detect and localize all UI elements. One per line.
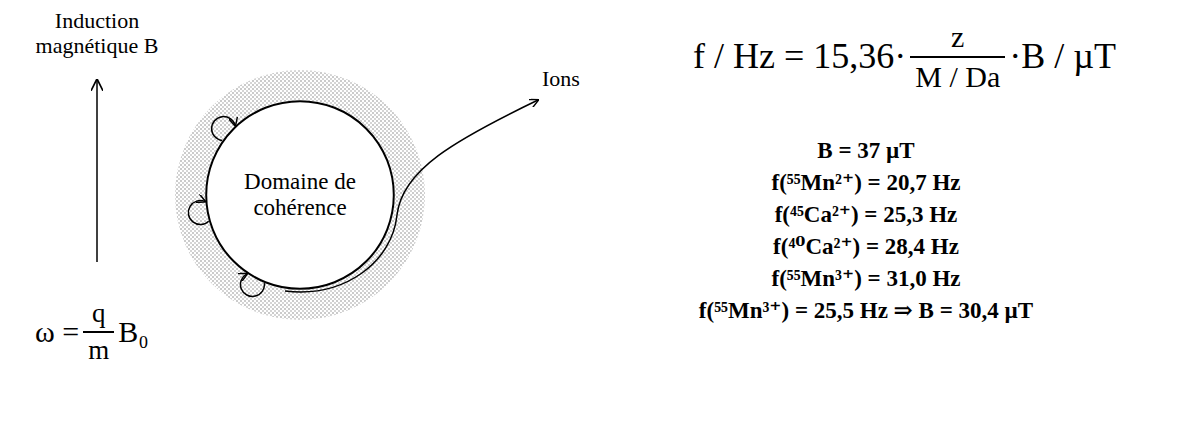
value-line: f(⁵⁵Mn³⁺) = 31,0 Hz xyxy=(771,266,960,292)
value-line: f(⁴⁰Ca²⁺) = 28,4 Hz xyxy=(773,234,959,260)
fraction-bar xyxy=(83,331,114,333)
node-text: Domaine de cohérence xyxy=(232,169,369,222)
ions-label: Ions xyxy=(542,66,580,91)
formula-numerator: z xyxy=(951,20,964,55)
field-label: Induction magnétique B xyxy=(22,8,172,59)
value-line: f(⁵⁵Mn³⁺) = 25,5 Hz ⇒ B = 30,4 µT xyxy=(699,298,1033,324)
shaded-ring xyxy=(175,70,425,320)
coherence-circle: Domaine de cohérence xyxy=(205,100,395,290)
formula-part: ·B / µT xyxy=(1009,36,1116,77)
omega-numerator: q xyxy=(92,298,106,329)
fraction-bar xyxy=(910,56,1005,58)
value-line: B = 37 µT xyxy=(817,138,914,164)
field-arrow xyxy=(96,80,98,262)
value-line: f(⁴⁵Ca²⁺) = 25,3 Hz xyxy=(775,202,958,228)
omega-part: B₀ xyxy=(118,315,148,350)
omega-denominator: m xyxy=(88,335,109,366)
value-line: f(⁵⁵Mn²⁺) = 20,7 Hz xyxy=(771,170,960,196)
formula-part: f / Hz = 15,36· xyxy=(693,36,906,77)
formula-denominator: M / Da xyxy=(915,60,1000,95)
omega-part: ω = xyxy=(35,315,79,350)
